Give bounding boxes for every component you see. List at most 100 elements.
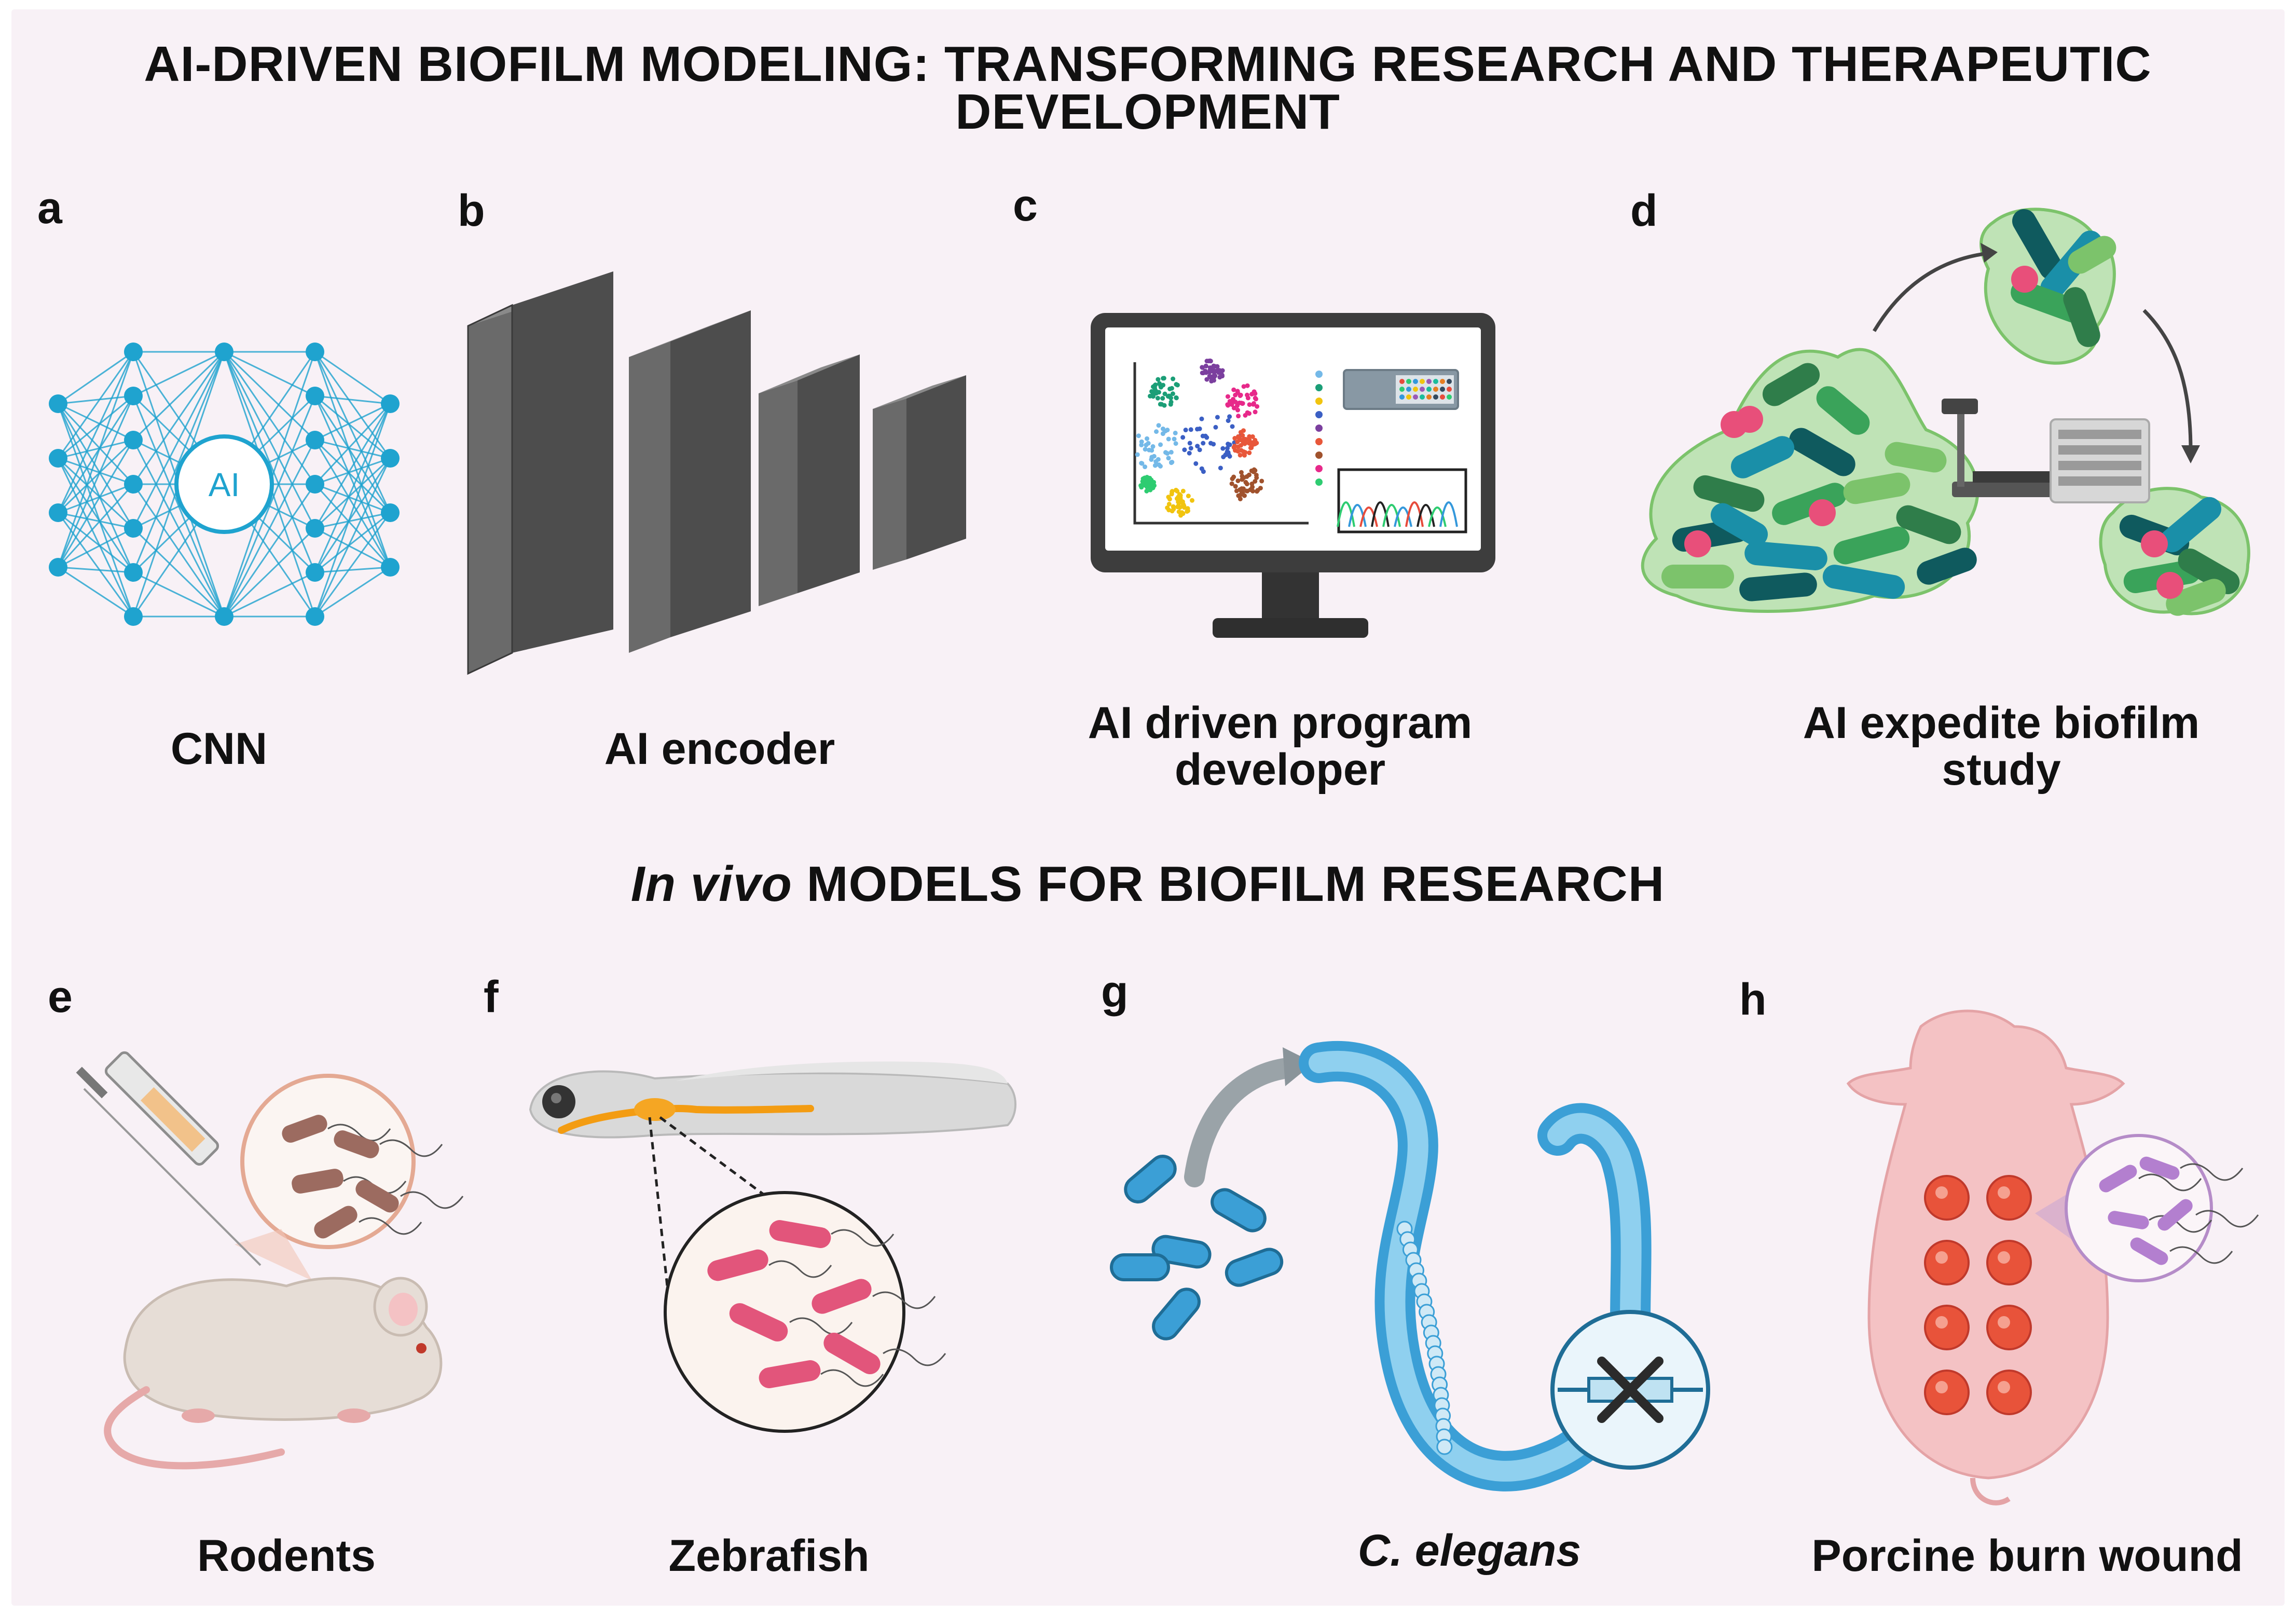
cnn-node bbox=[124, 475, 143, 494]
scatter-point bbox=[1161, 376, 1166, 381]
scatter-point bbox=[1235, 448, 1241, 454]
scatter-point bbox=[1143, 447, 1148, 452]
legend-dot bbox=[1315, 425, 1323, 432]
scatter-point bbox=[1142, 482, 1147, 487]
bacterium-flagellum bbox=[768, 1260, 832, 1278]
scatter-point bbox=[1241, 486, 1246, 491]
rodent-zoom-cone bbox=[235, 1229, 312, 1281]
legend-dot bbox=[1315, 398, 1323, 405]
cnn-edge bbox=[57, 351, 134, 459]
cnn-edge bbox=[314, 483, 391, 568]
zebrafish-bacteria bbox=[707, 1220, 946, 1388]
scatter-axes bbox=[1133, 362, 1309, 525]
burn-wound bbox=[1986, 1370, 2032, 1415]
legend-dot bbox=[1315, 384, 1323, 391]
scatter-point bbox=[1163, 450, 1168, 455]
plate-well bbox=[1406, 379, 1411, 384]
biofilm-pink-cell bbox=[2141, 530, 2168, 557]
cnn-edge bbox=[58, 457, 134, 485]
scatter-point bbox=[1259, 478, 1264, 484]
panel-letter-h: h bbox=[1739, 975, 1767, 1024]
cnn-edge bbox=[58, 351, 134, 405]
figure-canvas: AI-DRIVEN BIOFILM MODELING: TRANSFORMING… bbox=[11, 9, 2285, 1606]
cnn-node bbox=[215, 343, 233, 361]
scatter-point bbox=[1242, 493, 1247, 498]
chromatogram-peak bbox=[1337, 501, 1355, 527]
biofilm-rod bbox=[1744, 541, 1827, 570]
plate-well bbox=[1433, 379, 1438, 384]
scatter-point bbox=[1238, 453, 1243, 458]
scatter-point bbox=[1230, 476, 1235, 482]
scatter-point bbox=[1238, 430, 1243, 435]
bacterium bbox=[823, 1333, 881, 1374]
plate-well bbox=[1420, 394, 1425, 400]
scatter-point bbox=[1182, 447, 1187, 453]
scatter-point bbox=[1197, 447, 1202, 453]
scatter-point bbox=[1243, 413, 1248, 418]
scatter-point bbox=[1178, 513, 1184, 518]
biofilm-rod bbox=[1762, 363, 1820, 406]
scatter-point bbox=[1200, 433, 1205, 439]
biofilm-illustration bbox=[1641, 208, 2250, 616]
scatter-point bbox=[1149, 484, 1154, 489]
cnn-node bbox=[306, 431, 324, 449]
biofilm-pink-cell bbox=[1684, 530, 1711, 557]
scatter-point bbox=[1250, 434, 1255, 439]
scatter-point bbox=[1226, 442, 1231, 447]
computer-monitor bbox=[1091, 313, 1495, 638]
scatter-point bbox=[1215, 415, 1220, 420]
cnn-node bbox=[306, 387, 324, 405]
scatter-point bbox=[1204, 435, 1209, 440]
scatter-point bbox=[1151, 480, 1157, 485]
large-biofilm-rods bbox=[1661, 363, 1977, 601]
cnn-node bbox=[215, 607, 233, 626]
bacterium bbox=[2108, 1211, 2149, 1229]
scatter-point bbox=[1165, 394, 1171, 399]
bacterium bbox=[769, 1220, 831, 1248]
transfer-arrow-head bbox=[1283, 1047, 1314, 1086]
scatter-point bbox=[1155, 395, 1160, 401]
cnn-edge bbox=[58, 566, 134, 618]
scatter-point bbox=[1235, 403, 1240, 408]
zebrafish-intestine bbox=[634, 1098, 676, 1121]
arrow-2-head bbox=[2181, 445, 2200, 463]
cnn-edge bbox=[58, 395, 134, 459]
scatter-point bbox=[1149, 457, 1154, 462]
cnn-edge bbox=[57, 512, 134, 617]
scatter-point bbox=[1204, 359, 1209, 364]
scatter-point bbox=[1136, 433, 1141, 439]
cnn-edge bbox=[57, 440, 134, 568]
cnn-edge bbox=[57, 395, 134, 568]
plate-well bbox=[1413, 394, 1418, 400]
biofilm-rod bbox=[1693, 475, 1765, 512]
chromatogram-peak bbox=[1439, 501, 1458, 527]
monitor-stand bbox=[1262, 572, 1319, 619]
scatter-point bbox=[1177, 492, 1182, 497]
scatter-point bbox=[1229, 481, 1234, 486]
plate-well bbox=[1413, 379, 1418, 384]
scatter-point bbox=[1145, 436, 1150, 441]
bacterium-flagellum bbox=[2138, 1173, 2202, 1192]
cnn-edge bbox=[58, 512, 134, 573]
panel-letter-b: b bbox=[458, 186, 485, 236]
plate-well bbox=[1399, 379, 1405, 384]
knockout-x-2 bbox=[1597, 1357, 1663, 1423]
cnn-node bbox=[306, 519, 324, 538]
cnn-edge bbox=[224, 351, 315, 397]
zebrafish-body bbox=[529, 1070, 1016, 1139]
scatter-point bbox=[1213, 425, 1218, 430]
plate-well bbox=[1447, 379, 1452, 384]
scatter-point bbox=[1254, 475, 1259, 480]
scatter-point bbox=[1207, 365, 1213, 370]
scatter-point bbox=[1158, 442, 1163, 447]
biofilm-rod bbox=[1710, 503, 1768, 546]
scatter-point bbox=[1238, 392, 1243, 398]
scatter-point bbox=[1166, 501, 1172, 507]
scatter-point bbox=[1146, 481, 1151, 486]
biofilm-rod bbox=[2063, 287, 2100, 347]
cnn-node bbox=[306, 343, 324, 361]
scatter-point bbox=[1208, 359, 1213, 364]
panel-letter-g: g bbox=[1101, 967, 1129, 1017]
burn-wound-highlight bbox=[1935, 1251, 1948, 1264]
scatter-point bbox=[1162, 391, 1167, 396]
